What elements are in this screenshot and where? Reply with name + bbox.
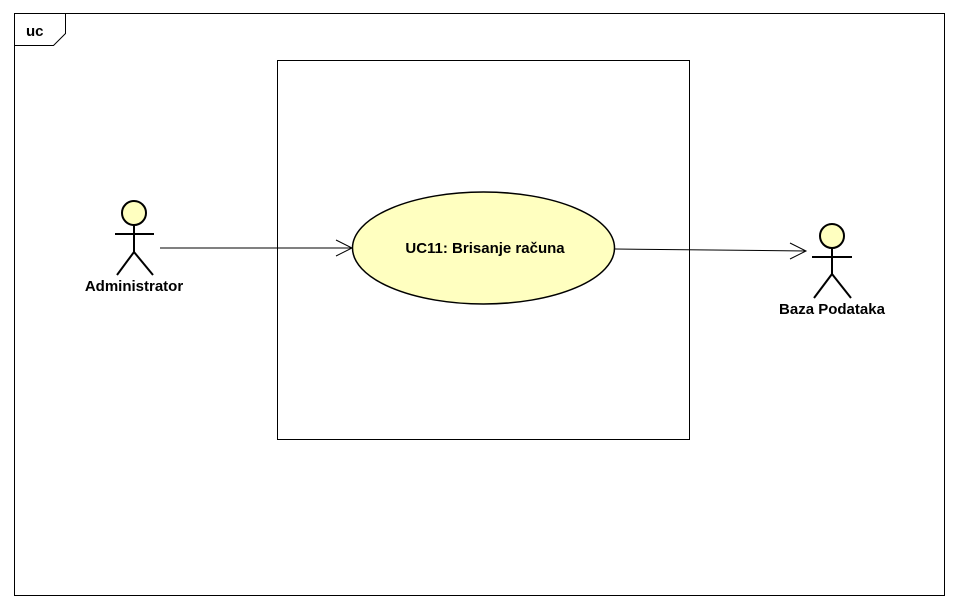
actor-database[interactable]: Baza Podataka	[779, 223, 886, 318]
association-use-case-to-database	[614, 242, 808, 260]
use-case-uc11[interactable]: UC11: Brisanje računa	[351, 191, 616, 305]
actor-administrator[interactable]: Administrator	[85, 200, 184, 295]
actor-label-database: Baza Podataka	[779, 301, 886, 318]
stick-figure-icon	[812, 223, 852, 299]
actor-label-administrator: Administrator	[85, 278, 184, 295]
frame-tab	[14, 13, 66, 46]
use-case-label: UC11: Brisanje računa	[405, 240, 565, 257]
stick-figure-icon	[115, 200, 154, 276]
use-case-ellipse[interactable]	[351, 191, 616, 305]
frame-label: uc	[26, 23, 44, 40]
